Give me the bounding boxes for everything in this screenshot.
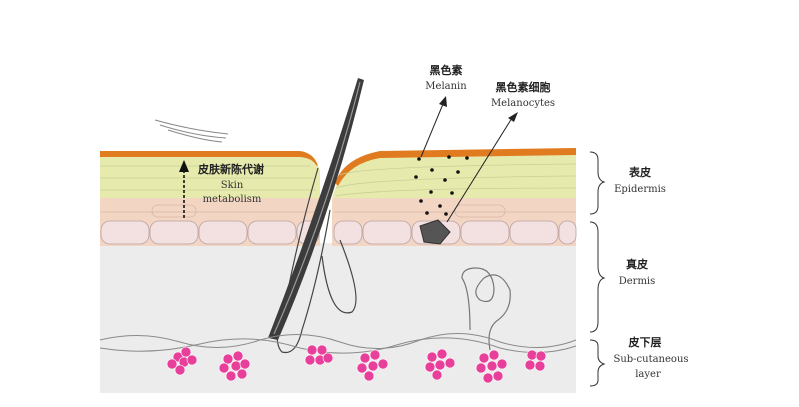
fat-cluster [304,344,334,366]
fat-cluster [524,349,547,372]
fat-cluster [166,346,198,376]
melanin-label-en: Melanin [425,81,467,92]
fat-cluster [218,350,251,382]
melanocytes-label-cn: 黑色素细胞 [496,80,551,94]
metabolism-label-en-1: Skin [221,180,244,191]
hair-follicle [276,167,357,354]
subcutaneous-label-en-1: Sub-cutaneous [613,354,688,365]
subcutaneous-label-en-2: layer [635,369,661,380]
epidermis-cell-lines [100,163,577,197]
melanocytes-label-en: Melanocytes [491,98,555,109]
metabolism-label-cn: 皮肤新陈代谢 [197,162,264,176]
dermis-label-en: Dermis [619,276,656,287]
shedding-flakes [154,119,229,143]
epidermis-label-cn: 表皮 [628,165,651,179]
fat-cluster [424,348,456,381]
dermis-label-cn: 真皮 [626,257,648,271]
subcutaneous-label-cn: 皮下层 [628,335,662,349]
metabolism-label-en-2: metabolism [203,194,262,205]
epidermis-label-en: Epidermis [614,184,666,195]
fat-cluster [356,349,389,382]
fat-cells [166,344,547,384]
layer-brackets [589,151,606,387]
melanocytes-pointer [446,112,518,223]
dermis-layer [100,243,576,393]
metabolism-arrow [179,160,189,218]
basal-cell-row [100,220,577,245]
hair-highlight [273,81,361,335]
spinous-cell-lines [100,204,576,218]
melanin-label-cn: 黑色素 [430,63,463,77]
hair-shaft [268,78,364,340]
fat-cluster [475,349,508,384]
sweat-gland [461,267,511,351]
melanin-granules [414,155,469,216]
melanocyte-cell [419,219,451,245]
melanin-pointer [420,96,447,158]
